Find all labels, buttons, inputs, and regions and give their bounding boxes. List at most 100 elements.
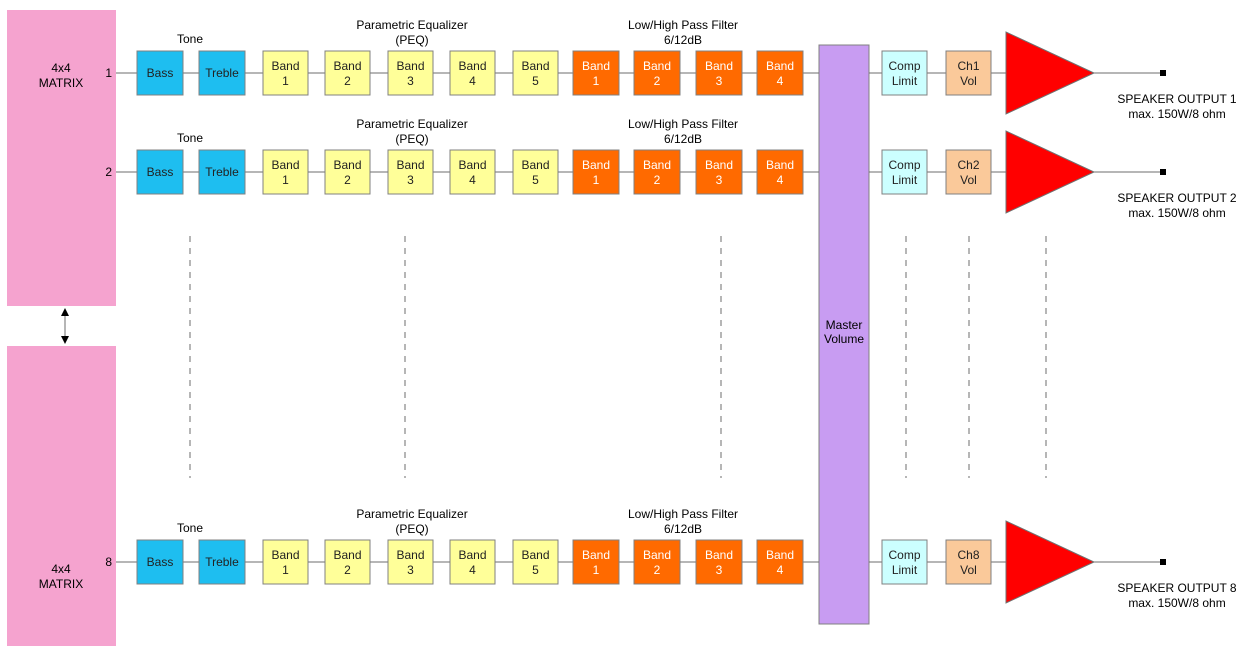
channel-1-peq-band-3-label-1: Band [396,59,424,73]
channel-2-output-terminal-icon [1160,169,1166,175]
channel-1-volume-block-label-1: Ch1 [957,59,979,73]
channel-1-filter-band-1-label-2: 1 [593,74,600,88]
master-volume-label-2: Volume [824,332,864,346]
channel-2-treble-block-label: Treble [205,165,239,179]
channel-1-output-spec: max. 150W/8 ohm [1128,107,1225,121]
channel-2-comp-limit-block-box [881,149,928,195]
channel-1-volume-block-box [945,50,992,96]
channel-8-comp-limit-block-box [881,539,928,585]
channel-1-amplifier-icon [1005,31,1096,115]
channel-2-bass-block-label: Bass [147,165,174,179]
channel-2-peq-band-5-box [512,149,559,195]
channel-8-output-label: SPEAKER OUTPUT 8 [1117,581,1236,595]
channel-2-filter-band-2-box [633,149,681,195]
channel-8-filter-band-4-box [756,539,804,585]
channel-1-treble-block-box [198,50,246,96]
channel-8-bass-block-label: Bass [147,555,174,569]
channel-8-peq-band-3-box [387,539,434,585]
channel-8-filter-band-1-box [572,539,620,585]
master-volume-label-1: Master [826,318,863,332]
matrix-block-top-box [7,10,116,306]
channel-1-treble-block: Treble [198,50,246,96]
channel-2-peq-band-3-label-1: Band [396,158,424,172]
channel-8-filter-band-1-label-1: Band [582,548,610,562]
channel-1-filter-title-1: Low/High Pass Filter [628,18,738,32]
channel-2-peq-band-2-label-1: Band [333,158,361,172]
channel-2-peq-band-5-label-1: Band [521,158,549,172]
channel-8-comp-limit-block-label-2: Limit [892,563,918,577]
channel-1-peq-band-1-box [262,50,309,96]
channel-8-filter-band-3-box [695,539,743,585]
channel-8-output-spec: max. 150W/8 ohm [1128,596,1225,610]
channel-1-filter-band-1-box [572,50,620,96]
channel-8-filter-title-2: 6/12dB [664,522,702,536]
channel-2-filter-band-1-label-2: 1 [593,173,600,187]
channel-2-volume-block-label-2: Vol [960,173,977,187]
channel-1-peq-band-5-box [512,50,559,96]
channel-8-comp-limit-block-label-1: Comp [888,548,920,562]
channel-8-peq-band-1-label-1: Band [271,548,299,562]
channel-8-peq-band-1-box [262,539,309,585]
channel-1-peq-band-3-box [387,50,434,96]
channel-8-number-label: 8 [105,555,112,569]
channel-1-bass-block: Bass [136,50,184,96]
channel-2-filter-band-2-label-1: Band [643,158,671,172]
channel-2-filter-title-2: 6/12dB [664,132,702,146]
matrix-link-arrow-up-icon [61,308,69,316]
channel-2-peq-band-3-box [387,149,434,195]
channel-2-peq-band-4-box [449,149,496,195]
channel-1-peq-band-4-box [449,50,496,96]
channel-2-bass-block: Bass [136,149,184,195]
matrix-top-label-1: 4x4 [51,61,71,75]
channel-1-filter-band-3-box [695,50,743,96]
channel-1-number-label: 1 [105,66,112,80]
channel-1-filter-band-4-label-2: 4 [777,74,784,88]
channel-1-filter-band-2-label-1: Band [643,59,671,73]
channel-1-peq-band-4-label-2: 4 [469,74,476,88]
channel-1-filter-title-2: 6/12dB [664,33,702,47]
channel-2-peq-band-1-label-2: 1 [282,173,289,187]
channel-1-filter-band-2-box [633,50,681,96]
channel-8-peq-band-3-label-1: Band [396,548,424,562]
channel-2-filter-band-3-label-2: 3 [716,173,723,187]
channel-8-peq-band-3-label-2: 3 [407,563,414,577]
channel-8-peq-band-4-label-2: 4 [469,563,476,577]
channel-2-filter-title-1: Low/High Pass Filter [628,117,738,131]
channel-1-peq-band-5-label-2: 5 [532,74,539,88]
channel-2-filter-band-4-label-1: Band [766,158,794,172]
channel-1-peq-band-4-label-1: Band [458,59,486,73]
channel-8-treble-block-label: Treble [205,555,239,569]
channel-8-filter-title-1: Low/High Pass Filter [628,507,738,521]
channel-8-output-terminal-icon [1160,559,1166,565]
channel-1-tone-title: Tone [177,32,203,46]
channel-2-filter-band-4-box [756,149,804,195]
channel-8-filter-band-3-label-1: Band [705,548,733,562]
channel-1-filter-band-4-label-1: Band [766,59,794,73]
channel-2-peq-title-2: (PEQ) [395,132,428,146]
channel-1-peq-band-5-label-1: Band [521,59,549,73]
channel-2-filter-band-3-label-1: Band [705,158,733,172]
master-volume-box [818,44,870,625]
channel-2-peq-band-1-label-1: Band [271,158,299,172]
channel-2-filter-band-1-label-1: Band [582,158,610,172]
channel-2-peq-band-5-label-2: 5 [532,173,539,187]
channel-8-peq-title-2: (PEQ) [395,522,428,536]
channel-8-amplifier-icon [1005,520,1096,604]
channel-8-peq-title-1: Parametric Equalizer [356,507,467,521]
